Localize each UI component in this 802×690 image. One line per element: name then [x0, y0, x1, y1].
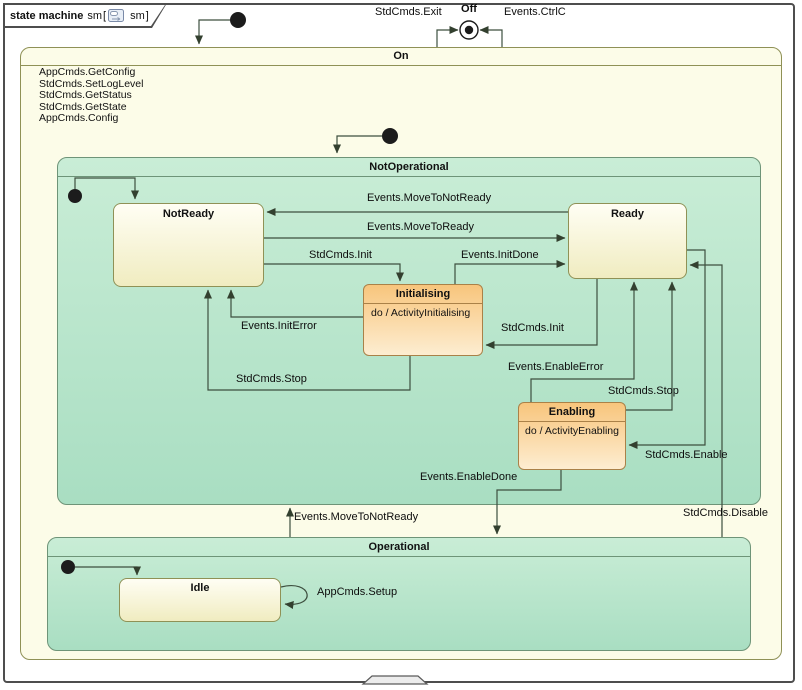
do-activity: do / ActivityInitialising — [371, 307, 471, 319]
transition-label-enabledone[interactable]: Events.EnableDone — [420, 471, 518, 483]
transition-label-stdcmds-exit[interactable]: StdCmds.Exit — [375, 6, 442, 18]
transition-label-stdcmds-stop-2[interactable]: StdCmds.Stop — [608, 385, 679, 397]
state-name-off: Off — [461, 3, 477, 15]
state-not-ready[interactable]: NotReady — [113, 203, 264, 287]
state-name: Ready — [610, 208, 645, 220]
on-internal-transitions: AppCmds.GetConfig StdCmds.SetLogLevel St… — [39, 66, 144, 125]
internal-transition[interactable]: StdCmds.SetLogLevel — [39, 77, 144, 90]
frame-bracket-close: ] — [145, 9, 149, 22]
transition-label-movetoready[interactable]: Events.MoveToReady — [367, 221, 474, 233]
transition-label-enableerror[interactable]: Events.EnableError — [508, 361, 604, 373]
transition-label-stdcmds-disable[interactable]: StdCmds.Disable — [683, 507, 768, 519]
frame-name: sm — [87, 9, 103, 22]
internal-transition[interactable]: StdCmds.GetState — [39, 100, 127, 113]
transition-label-initdone[interactable]: Events.InitDone — [461, 249, 539, 261]
frame-diagram-name: sm — [130, 9, 145, 22]
transition-label-stdcmds-enable[interactable]: StdCmds.Enable — [645, 449, 728, 461]
transition-label-initerror[interactable]: Events.InitError — [241, 320, 317, 332]
frame-type-label: state machine — [10, 9, 84, 22]
transition-label-stdcmds-init-2[interactable]: StdCmds.Init — [501, 322, 564, 334]
state-name: NotReady — [162, 208, 215, 220]
state-initialising[interactable]: Initialising do / ActivityInitialising — [363, 284, 483, 356]
internal-transition[interactable]: StdCmds.GetStatus — [39, 89, 132, 101]
state-idle[interactable]: Idle — [119, 578, 281, 622]
state-ready[interactable]: Ready — [568, 203, 687, 279]
frame-header-content[interactable]: state machine sm [ sm ] — [5, 5, 165, 26]
transition-label-events-ctrlc[interactable]: Events.CtrlC — [504, 6, 566, 18]
state-name: Idle — [190, 582, 210, 594]
internal-transition[interactable]: AppCmds.GetConfig — [39, 66, 136, 78]
state-name: On — [21, 48, 781, 66]
state-operational[interactable]: Operational — [47, 537, 751, 651]
state-name: NotOperational — [58, 158, 760, 177]
transition-label-stdcmds-init-1[interactable]: StdCmds.Init — [309, 249, 372, 261]
state-name: Enabling — [519, 403, 625, 422]
frame-bracket-open: [ — [103, 9, 107, 22]
transition-label-movetonotready[interactable]: Events.MoveToNotReady — [367, 192, 492, 204]
internal-transition[interactable]: AppCmds.Config — [39, 112, 119, 124]
state-name: Operational — [48, 538, 750, 557]
transition-label-stdcmds-stop-1[interactable]: StdCmds.Stop — [236, 373, 307, 385]
state-name: Initialising — [364, 285, 482, 304]
state-enabling[interactable]: Enabling do / ActivityEnabling — [518, 402, 626, 470]
transition-label-movetonotready-2[interactable]: Events.MoveToNotReady — [294, 511, 419, 523]
statemachine-diagram-icon — [108, 9, 124, 22]
frame-header-tab[interactable]: state machine sm [ sm ] — [3, 3, 167, 28]
do-activity: do / ActivityEnabling — [525, 425, 619, 437]
transition-label-appcmds-setup[interactable]: AppCmds.Setup — [317, 586, 398, 598]
